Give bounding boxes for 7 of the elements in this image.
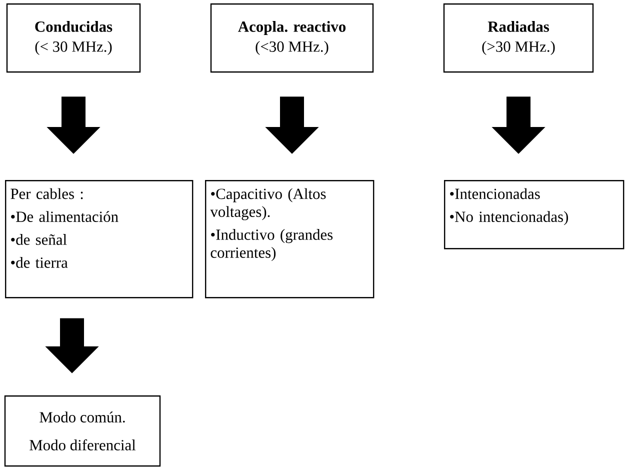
mode-box: Modo común. Modo diferencial (4, 395, 161, 467)
list-box: Per cables : •De alimentación •de señal •de tierra (5, 180, 194, 298)
category-box: Radiadas (>30 MHz.) (443, 3, 594, 73)
category-box: Conducidas (< 30 MHz.) (6, 3, 141, 73)
list-box: •Capacitivo (Altos voltages). •Inductivo (grandes corrientes) (205, 180, 374, 298)
category-box: Acopla. reactivo (<30 MHz.) (210, 3, 374, 73)
list-box: •Intencionadas •No intencionadas) (444, 180, 624, 250)
